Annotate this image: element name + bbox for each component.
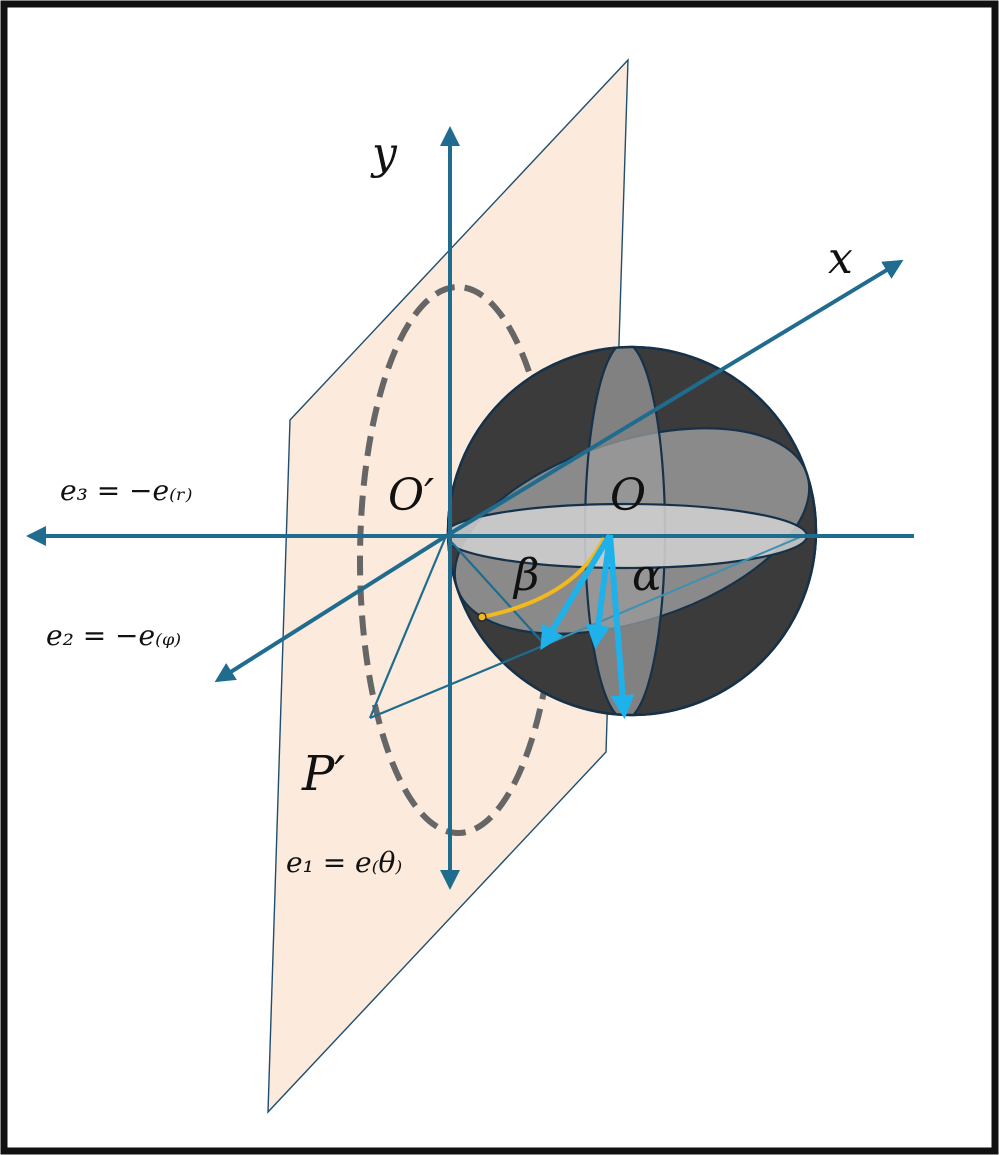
cyan-vectors — [540, 533, 635, 720]
vector-alpha — [586, 534, 613, 650]
beta-arc — [481, 537, 606, 619]
label-e2: e₂ = −e₍ᵩ₎ — [46, 619, 181, 652]
vector-beta — [540, 533, 613, 651]
label-beta: β — [512, 550, 539, 601]
label-o-prime: O′ — [388, 470, 434, 521]
beta-arc-endpoint — [477, 612, 487, 622]
label-x: x — [828, 233, 853, 284]
x-axis — [444, 259, 904, 538]
line-o-to-sphere — [445, 535, 546, 646]
label-p-prime: P′ — [301, 746, 345, 802]
label-e3: e₃ = −e₍ᵣ₎ — [60, 474, 193, 507]
vector-vertical — [607, 534, 635, 720]
label-y: y — [370, 128, 398, 179]
label-o: O — [610, 470, 646, 521]
label-e1: e₁ = e₍θ₎ — [286, 846, 402, 879]
label-alpha: α — [632, 550, 662, 601]
e2-axis — [214, 534, 448, 683]
sphere — [446, 345, 818, 717]
line-o-to-p — [368, 535, 448, 719]
